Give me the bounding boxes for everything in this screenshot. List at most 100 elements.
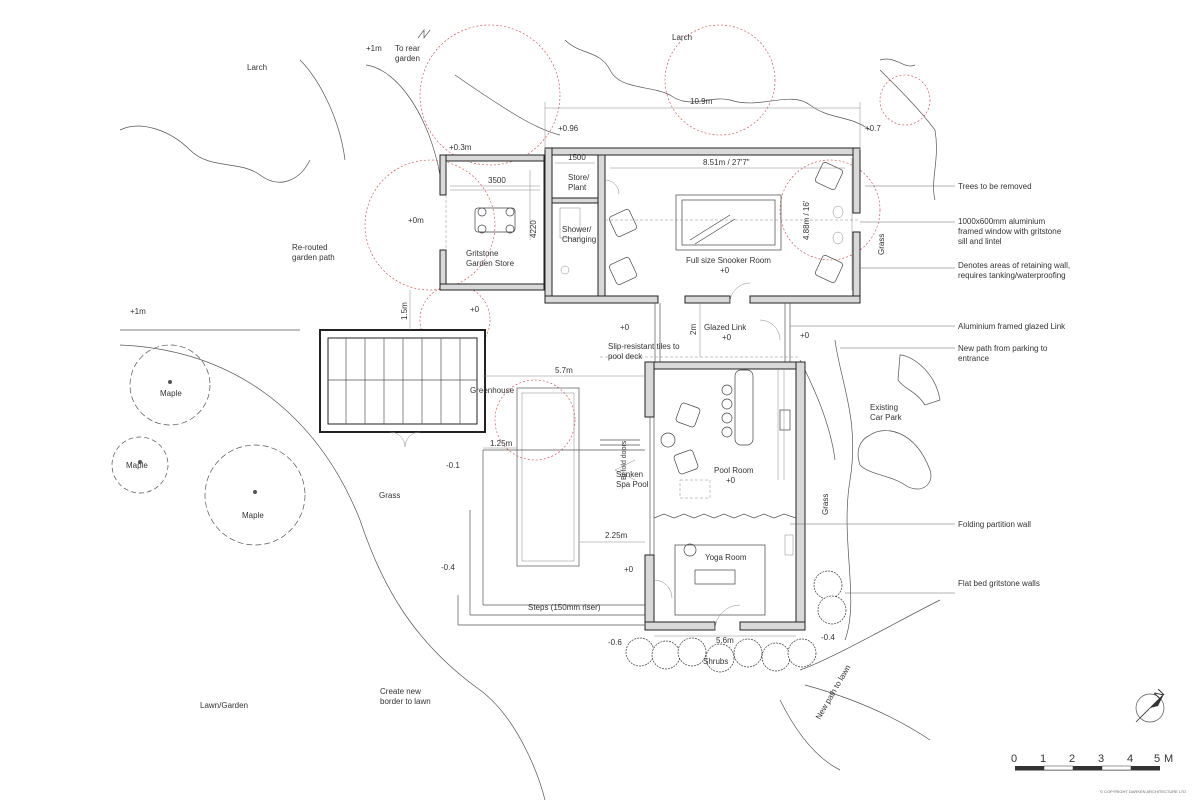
scale-tick-1: 1	[1040, 753, 1046, 765]
copyright-text: © COPYRIGHT DARKEN ARCHITECTURE LTD	[1100, 789, 1186, 794]
scale-unit: M	[1164, 753, 1173, 765]
dim-225: 2.25m	[605, 531, 628, 540]
dim-pool-w: 5.6m	[716, 636, 734, 645]
tree-label-larch-left: Larch	[247, 63, 267, 72]
annotation-window-1: 1000x600mm aluminium	[958, 217, 1045, 226]
room-level-pool: +0	[726, 476, 736, 485]
annotation-window-3: sill and lintel	[958, 237, 1002, 246]
annotation-retaining-1: Denotes areas of retaining wall,	[958, 261, 1070, 270]
room-label-garden-store-2: Garden Store	[466, 259, 515, 268]
room-label-greenhouse: Greenhouse	[470, 386, 515, 395]
site-boundary-lines	[119, 59, 941, 800]
label-new-path-lawn: New path to lawn	[814, 663, 852, 721]
tree-canopy-outlines	[119, 24, 937, 461]
shrubs	[625, 570, 847, 673]
label-to-rear-garden-1: To rear	[395, 44, 420, 53]
maple-tree-1	[129, 344, 211, 426]
scale-tick-3: 3	[1098, 753, 1104, 765]
annotation-new-path-1: New path from parking to	[958, 344, 1048, 353]
level-plus0-link-left: +0	[620, 323, 630, 332]
annotation-leaders	[790, 185, 955, 594]
level-minus04-right: -0.4	[821, 633, 835, 642]
dim-snooker-w: 8.51m / 27'7"	[703, 158, 750, 167]
annotation-new-path-2: entrance	[958, 354, 990, 363]
greenhouse	[319, 329, 486, 448]
annotation-window-2: framed window with gritstone	[958, 227, 1062, 236]
maple-tree-3	[204, 444, 306, 546]
label-lawn-garden: Lawn/Garden	[200, 701, 248, 710]
label-grass-left: Grass	[379, 491, 400, 500]
store-plant-shower-block	[544, 147, 861, 304]
level-plus096: +0.96	[558, 124, 579, 133]
level-plus1m-left: +1m	[130, 307, 146, 316]
north-marker-top	[417, 28, 431, 40]
label-to-rear-garden-2: garden	[395, 54, 420, 63]
room-label-glazed-link: Glazed Link	[704, 323, 747, 332]
label-existing-1: Existing	[870, 403, 898, 412]
dim-link-2m: 2m	[689, 324, 698, 335]
level-plus0-link-right: +0	[800, 331, 810, 340]
label-grass-right-bottom: Grass	[821, 494, 830, 515]
dimension-lines	[409, 102, 861, 637]
level-minus01: -0.1	[446, 461, 460, 470]
scale-tick-4: 4	[1127, 753, 1133, 765]
label-slip-resistant-2: pool deck	[608, 352, 643, 361]
room-label-pool: Pool Room	[714, 466, 754, 475]
level-plus0m: +0m	[408, 216, 424, 225]
label-shrubs: Shrubs	[703, 657, 728, 666]
level-minus06: -0.6	[608, 638, 622, 647]
label-grass-right-top: Grass	[877, 234, 886, 255]
label-sunken-spa-2: Spa Pool	[616, 480, 649, 489]
dim-to-pool-57: 5.7m	[555, 366, 573, 375]
tree-label-maple-1: Maple	[160, 389, 182, 398]
snooker-room	[605, 147, 861, 304]
room-level-glazed-link: +0	[722, 333, 732, 342]
room-label-shower-1: Shower/	[562, 225, 592, 234]
label-existing-2: Car Park	[870, 413, 903, 422]
level-minus04-left: -0.4	[441, 563, 455, 572]
room-label-store-1: Store/	[568, 173, 590, 182]
label-slip-resistant-1: Slip-resistant tiles to	[608, 342, 680, 351]
annotation-retaining-2: requires tanking/waterproofing	[958, 271, 1066, 280]
annotation-folding-wall: Folding partition wall	[958, 520, 1031, 529]
label-create-border-2: border to lawn	[380, 697, 431, 706]
north-arrow	[1135, 693, 1165, 723]
north-label: N	[1151, 686, 1167, 702]
pool-yoga-building	[644, 361, 806, 631]
tree-label-larch-top: Larch	[672, 33, 692, 42]
label-sunken-spa-1: Sunken	[616, 470, 643, 479]
room-label-store-2: Plant	[568, 183, 587, 192]
room-label-yoga: Yoga Room	[705, 553, 747, 562]
dim-store-plant: 1500	[568, 153, 586, 162]
room-label-snooker: Full size Snooker Room	[686, 256, 771, 265]
scale-tick-2: 2	[1069, 753, 1075, 765]
level-plus0-store: +0	[470, 305, 480, 314]
scale-tick-5: 5	[1154, 753, 1160, 765]
room-label-shower-2: Changing	[562, 235, 596, 244]
dim-overall: 10.9m	[690, 97, 713, 106]
tree-label-maple-3: Maple	[242, 511, 264, 520]
room-label-garden-store-1: Gritstone	[466, 249, 499, 258]
pool-deck	[457, 387, 645, 626]
scale-tick-0: 0	[1011, 753, 1017, 765]
label-steps: Steps (150mm riser)	[528, 603, 601, 612]
annotation-gritstone-walls: Flat bed gritstone walls	[958, 579, 1040, 588]
room-level-snooker: +0	[720, 266, 730, 275]
label-create-border-1: Create new	[380, 687, 421, 696]
dim-garden-store-w: 3500	[488, 176, 506, 185]
car-park-vehicles	[857, 354, 941, 490]
label-rerouted-path-2: garden path	[292, 253, 335, 262]
dim-125: 1.25m	[490, 439, 513, 448]
label-bifold-doors: Bi-fold doors	[621, 440, 628, 480]
level-plus03m: +0.3m	[449, 143, 472, 152]
annotation-glazed-link: Aluminium framed glazed Link	[958, 322, 1066, 331]
level-plus07: +0.7	[865, 124, 881, 133]
level-plus1m-top: +1m	[366, 44, 382, 53]
maple-tree-2	[111, 436, 169, 494]
tree-label-maple-2: Maple	[126, 461, 148, 470]
annotation-trees-removed: Trees to be removed	[958, 182, 1032, 191]
dim-gap-15: 1.5m	[400, 302, 409, 320]
dim-garden-store-d: 4220	[529, 220, 538, 238]
scale-bar	[1015, 765, 1160, 771]
